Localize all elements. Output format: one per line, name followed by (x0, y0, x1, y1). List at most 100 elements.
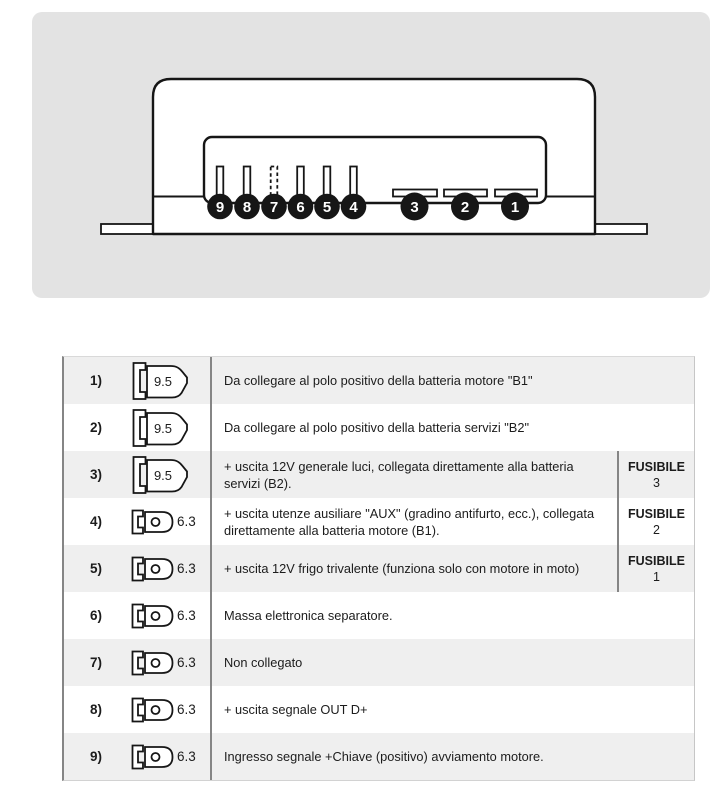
terminal-circle-4 (340, 193, 367, 220)
terminal-label-9: 9 (216, 199, 224, 216)
connector-9.5-icon: 9.5 (132, 455, 188, 494)
page: 9 8 7 6 5 (0, 0, 728, 781)
terminal-label-1: 1 (511, 199, 519, 216)
terminal-blade-6 (296, 165, 305, 198)
connector-size-label: 6.3 (177, 608, 196, 623)
pin-description: Non collegato (210, 639, 694, 686)
table-row: 6) 6.3 Massa elettronica separatore. (64, 592, 694, 639)
connector-symbol-cell: 9.5 (128, 404, 210, 451)
device-diagram: 9 8 7 6 5 (32, 12, 710, 298)
terminal-circle-8 (234, 193, 260, 220)
terminal-blade-8 (242, 165, 252, 198)
terminal-circle-9 (207, 193, 233, 220)
pin-description: Da collegare al polo positivo della batt… (210, 404, 694, 451)
terminal-blade-4 (349, 165, 358, 198)
pin-description: Da collegare al polo positivo della batt… (210, 357, 694, 404)
pin-description: + uscita segnale OUT D+ (210, 686, 694, 733)
table-row: 8) 6.3 + uscita segnale OUT D+ (64, 686, 694, 733)
terminal-blade-9 (215, 165, 225, 198)
terminal-label-7: 7 (270, 199, 278, 216)
terminal-9: 9 (207, 165, 233, 220)
terminal-label-5: 5 (323, 199, 331, 216)
table-row: 9) 6.3 Ingresso segnale +Chiave (positiv… (64, 733, 694, 780)
fuse-cell: FUSIBILE 3 (617, 451, 694, 498)
mount-flange-left (100, 223, 155, 235)
pin-number: 2) (89, 420, 102, 435)
terminal-label-3: 3 (410, 199, 418, 216)
fuse-label: FUSIBILE (628, 553, 685, 568)
pin-number: 5) (89, 561, 102, 576)
connector-symbol-cell: 6.3 (128, 545, 210, 592)
fuse-cell: FUSIBILE 2 (617, 498, 694, 545)
pin-number: 4) (89, 514, 102, 529)
connector-symbol-cell: 6.3 (128, 592, 210, 639)
terminal-label-2: 2 (461, 199, 469, 216)
pin-description: Massa elettronica separatore. (210, 592, 694, 639)
fuse-number: 1 (653, 569, 660, 584)
terminal-label-6: 6 (296, 199, 304, 216)
terminal-7: 7 (261, 165, 287, 220)
pin-description: + uscita 12V generale luci, collegata di… (210, 451, 617, 498)
terminal-blade-7 (269, 165, 279, 198)
terminal-1: 1 (494, 188, 538, 221)
pin-description: + uscita utenze ausiliare "AUX" (gradino… (210, 498, 617, 545)
table-row: 4) 6.3 + uscita utenze ausiliare "AUX" (… (64, 498, 694, 545)
connector-size-label: 6.3 (177, 655, 196, 670)
connector-symbol-cell: 9.5 (128, 451, 210, 498)
connector-9.5-icon: 9.5 (132, 361, 188, 400)
terminal-3: 3 (392, 188, 438, 221)
terminal-2: 2 (443, 188, 488, 221)
terminal-6: 6 (287, 165, 314, 220)
table-row: 2) 9.5 Da collegare al polo positivo del… (64, 404, 694, 451)
connector-6.3-icon (131, 509, 174, 534)
pin-number: 6) (89, 608, 102, 623)
connector-symbol-cell: 9.5 (128, 357, 210, 404)
connector-6.3-icon (131, 697, 174, 722)
connector-size-label: 9.5 (154, 374, 172, 389)
connector-symbol-cell: 6.3 (128, 639, 210, 686)
terminal-blade-5 (322, 165, 332, 198)
connector-size-label: 9.5 (154, 421, 172, 436)
connector-size-label: 6.3 (177, 702, 196, 717)
mount-flange-right (593, 223, 648, 235)
terminal-circle-7 (261, 193, 287, 220)
connector-6.3-icon (131, 744, 174, 769)
connector-6.3-icon (131, 650, 174, 675)
terminal-circle-6 (287, 193, 314, 220)
terminal-label-4: 4 (349, 199, 358, 216)
fuse-label: FUSIBILE (628, 459, 685, 474)
terminal-8: 8 (234, 165, 260, 220)
terminal-panel (202, 135, 548, 205)
fuse-label: FUSIBILE (628, 506, 685, 521)
pin-number: 8) (89, 702, 102, 717)
pin-description: Ingresso segnale +Chiave (positivo) avvi… (210, 733, 694, 780)
terminal-4: 4 (340, 165, 367, 220)
connector-size-label: 6.3 (177, 749, 196, 764)
table-row: 7) 6.3 Non collegato (64, 639, 694, 686)
connector-symbol-cell: 6.3 (128, 498, 210, 545)
connector-6.3-icon (131, 556, 174, 581)
pin-number: 9) (89, 749, 102, 764)
pin-description: + uscita 12V frigo trivalente (funziona … (210, 545, 617, 592)
pin-number: 1) (89, 373, 102, 388)
connector-6.3-icon (131, 603, 174, 628)
connector-9.5-icon: 9.5 (132, 408, 188, 447)
table-row: 1) 9.5 Da collegare al polo positivo del… (64, 357, 694, 404)
terminal-5: 5 (314, 165, 340, 220)
pin-number: 3) (89, 467, 102, 482)
table-row: 3) 9.5 + uscita 12V generale luci, colle… (64, 451, 694, 498)
terminal-circle-5 (314, 193, 340, 220)
table-row: 5) 6.3 + uscita 12V frigo trivalente (fu… (64, 545, 694, 592)
terminal-circle-2 (451, 192, 479, 221)
connector-symbol-cell: 6.3 (128, 733, 210, 780)
terminal-circle-3 (400, 192, 429, 221)
pin-table: 1) 9.5 Da collegare al polo positivo del… (62, 356, 695, 781)
terminal-circle-1 (501, 192, 529, 221)
fuse-number: 3 (653, 475, 660, 490)
connector-size-label: 9.5 (154, 468, 172, 483)
device-diagram-panel: 9 8 7 6 5 (0, 0, 728, 322)
connector-size-label: 6.3 (177, 514, 196, 529)
fuse-cell: FUSIBILE 1 (617, 545, 694, 592)
connector-symbol-cell: 6.3 (128, 686, 210, 733)
connector-size-label: 6.3 (177, 561, 196, 576)
